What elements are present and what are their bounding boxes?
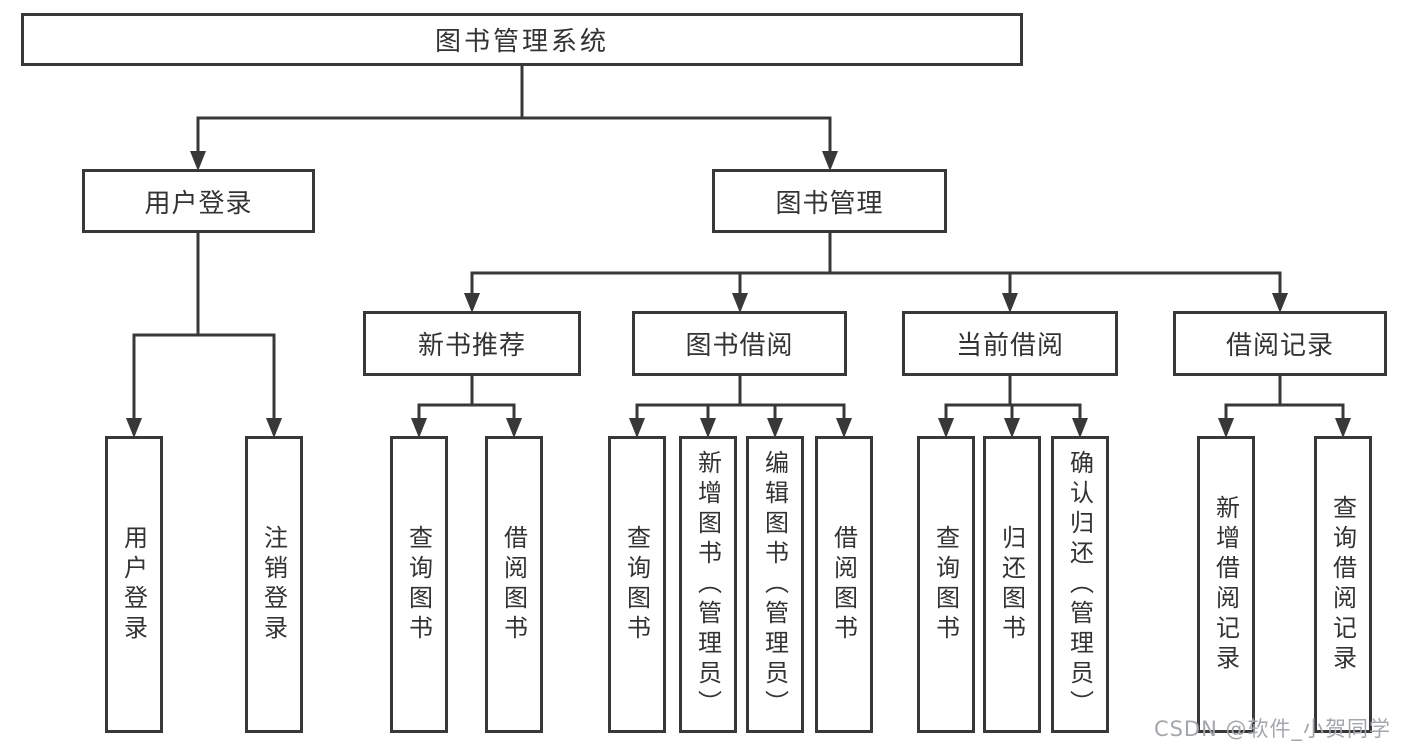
leaf-current-query-books: 查询图书 xyxy=(917,436,975,733)
leaf-borrow-query-books: 查询图书 xyxy=(608,436,666,733)
leaf-current-confirm-return-admin: 确认归还（管理员） xyxy=(1051,436,1109,733)
leaf-records-query-record: 查询借阅记录 xyxy=(1314,436,1372,733)
leaf-borrow-edit-books-admin: 编辑图书（管理员） xyxy=(746,436,804,733)
leaf-borrow-borrow-books: 借阅图书 xyxy=(815,436,873,733)
leaf-current-return-books: 归还图书 xyxy=(983,436,1041,733)
leaf-recommend-query-books: 查询图书 xyxy=(390,436,448,733)
leaf-user-login: 用户登录 xyxy=(105,436,163,733)
watermark: CSDN @软件_小贺同学 xyxy=(1153,717,1391,741)
leaf-logout: 注销登录 xyxy=(245,436,303,733)
leaf-borrow-add-books-admin: 新增图书（管理员） xyxy=(679,436,737,733)
node-current-borrowing: 当前借阅 xyxy=(902,311,1118,376)
node-user-login: 用户登录 xyxy=(82,169,315,233)
leaf-records-add-record: 新增借阅记录 xyxy=(1197,436,1255,733)
node-book-borrowing: 图书借阅 xyxy=(632,311,847,376)
node-new-book-recommend: 新书推荐 xyxy=(363,311,581,376)
node-library-management-system: 图书管理系统 xyxy=(21,13,1023,66)
node-book-management: 图书管理 xyxy=(712,169,947,233)
leaf-recommend-borrow-books: 借阅图书 xyxy=(485,436,543,733)
node-borrowing-records: 借阅记录 xyxy=(1173,311,1387,376)
